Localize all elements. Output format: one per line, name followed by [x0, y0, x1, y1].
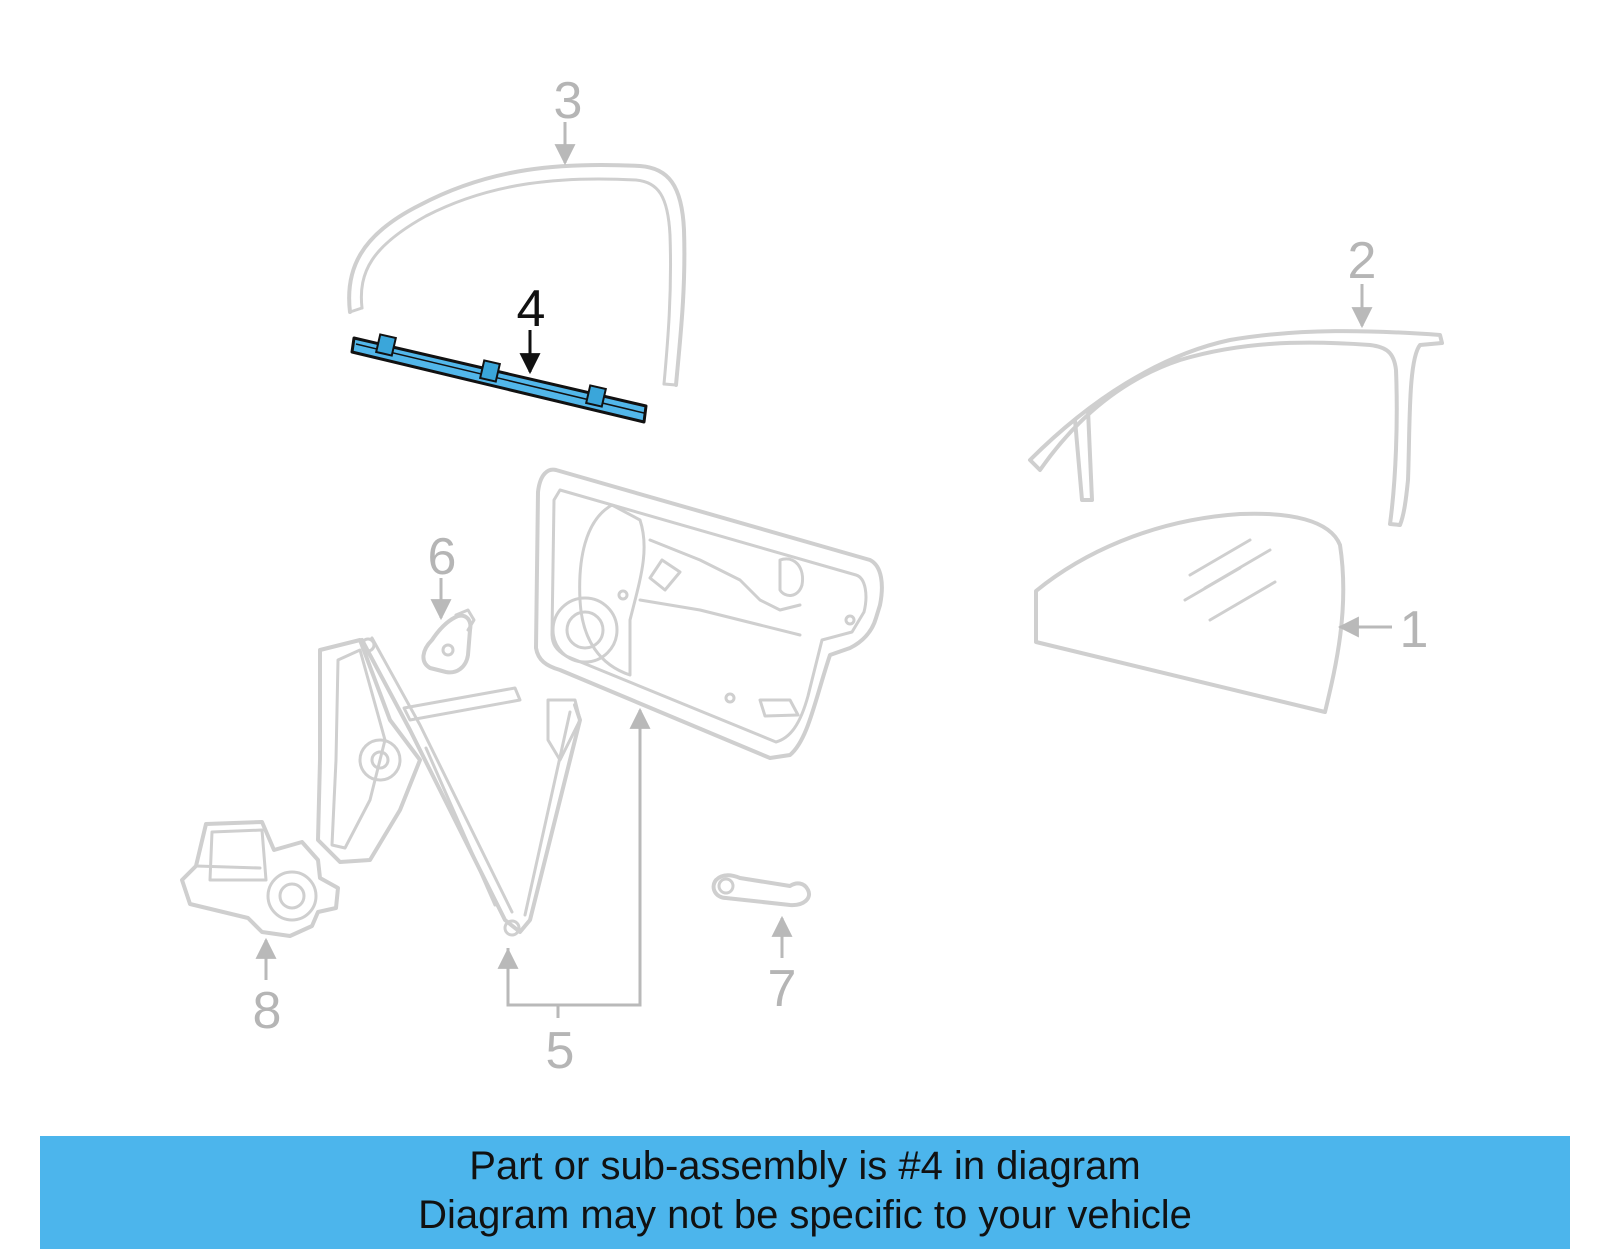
part-7-handle[interactable] — [711, 873, 811, 908]
callout-2[interactable]: 2 — [1348, 232, 1377, 290]
belt-clip-2 — [478, 359, 502, 383]
callout-1[interactable]: 1 — [1400, 601, 1429, 659]
part-5-window-regulator[interactable] — [316, 636, 582, 937]
info-banner: Part or sub-assembly is #4 in diagram Di… — [40, 1136, 1570, 1249]
callout-4[interactable]: 4 — [517, 280, 546, 338]
banner-line-part-number: Part or sub-assembly is #4 in diagram — [469, 1144, 1141, 1188]
part-6-bracket[interactable] — [421, 608, 476, 675]
belt-weatherstrip-body — [350, 336, 648, 424]
callout-6[interactable]: 6 — [428, 528, 457, 586]
callout-3[interactable]: 3 — [554, 72, 583, 130]
callout-7[interactable]: 7 — [768, 960, 797, 1018]
belt-clip-3 — [584, 384, 608, 408]
part-1-door-glass[interactable] — [1034, 511, 1346, 714]
belt-clip-1 — [374, 333, 398, 357]
banner-line-disclaimer: Diagram may not be specific to your vehi… — [418, 1193, 1192, 1237]
part-4-belt-weatherstrip[interactable] — [350, 333, 648, 424]
callout-5-leader — [497, 707, 651, 1018]
callout-5[interactable]: 5 — [546, 1022, 575, 1080]
part-2-frame-molding[interactable] — [1028, 329, 1444, 527]
part-8-window-motor[interactable] — [180, 820, 340, 938]
part-3-window-molding[interactable] — [347, 162, 687, 387]
part-5-door-module[interactable] — [534, 467, 884, 760]
callout-8[interactable]: 8 — [253, 982, 282, 1040]
